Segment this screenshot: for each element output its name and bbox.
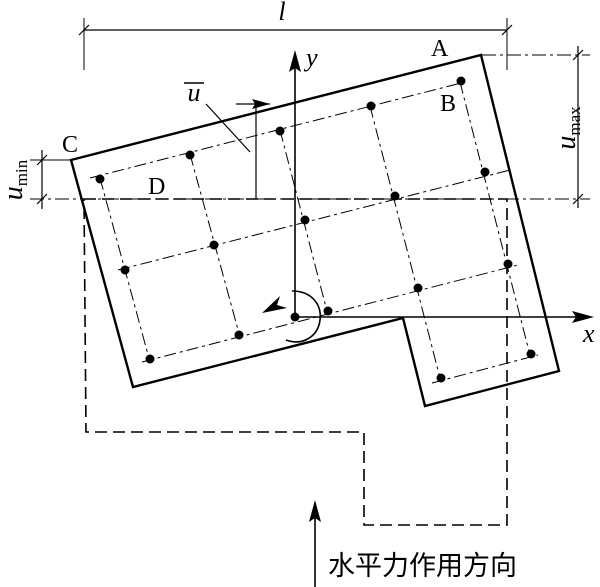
y-axis-arrowhead — [289, 50, 301, 72]
grid-line-row-4 — [431, 354, 539, 384]
rotation-arc-arrowhead — [262, 296, 287, 313]
column-point — [234, 330, 244, 340]
column-point — [120, 265, 130, 275]
umax-tick-top — [572, 49, 584, 61]
rotation-center — [290, 312, 300, 322]
ubar-label: u — [188, 78, 201, 107]
force-direction-label: 水平力作用方向 — [328, 551, 517, 582]
column-point — [456, 76, 466, 86]
umin-label-sub: min — [12, 159, 31, 186]
column-point — [300, 215, 310, 225]
column-point — [436, 373, 446, 383]
umax-tick-bottom — [572, 193, 584, 205]
column-point — [209, 240, 219, 250]
umax-label: umax — [551, 106, 584, 150]
force-direction-arrowhead — [309, 500, 321, 522]
point-label-B: B — [440, 91, 456, 117]
rotation-arc-arrow — [285, 290, 321, 343]
column-point — [145, 354, 155, 364]
column-point — [526, 349, 536, 359]
column-point — [323, 306, 333, 316]
column-point — [390, 191, 400, 201]
umin-label-base: u — [0, 186, 29, 200]
x-axis-label: x — [582, 319, 595, 348]
umin-label: umin — [0, 159, 31, 200]
umin-tick-top — [36, 154, 48, 166]
ubar-arrowhead — [252, 99, 270, 109]
point-label-A: A — [431, 36, 449, 62]
column-point — [503, 259, 513, 269]
point-label-C: C — [62, 132, 78, 158]
umin-tick-bottom — [36, 193, 48, 205]
grid-line-row-2 — [117, 169, 511, 271]
dimension-l-tick-left — [78, 24, 90, 36]
column-point — [185, 150, 195, 160]
column-point — [366, 101, 376, 111]
dimension-l-tick-right — [501, 24, 513, 36]
column-point — [480, 167, 490, 177]
column-points — [95, 76, 536, 383]
grid-line-col-4 — [369, 105, 441, 379]
ubar-leader-line — [205, 103, 251, 153]
y-axis-label: y — [303, 43, 318, 72]
column-point — [95, 174, 105, 184]
dimension-l-label: l — [278, 0, 285, 26]
umax-label-sub: max — [565, 106, 584, 136]
umax-label-base: u — [551, 136, 582, 150]
grid-line-col-5 — [459, 81, 531, 356]
column-point — [275, 126, 285, 136]
axis-grid — [89, 81, 539, 384]
x-axis-arrowhead — [572, 311, 594, 323]
displaced-plan-outline — [69, 53, 561, 408]
column-point — [413, 283, 423, 293]
point-label-D: D — [148, 174, 165, 200]
